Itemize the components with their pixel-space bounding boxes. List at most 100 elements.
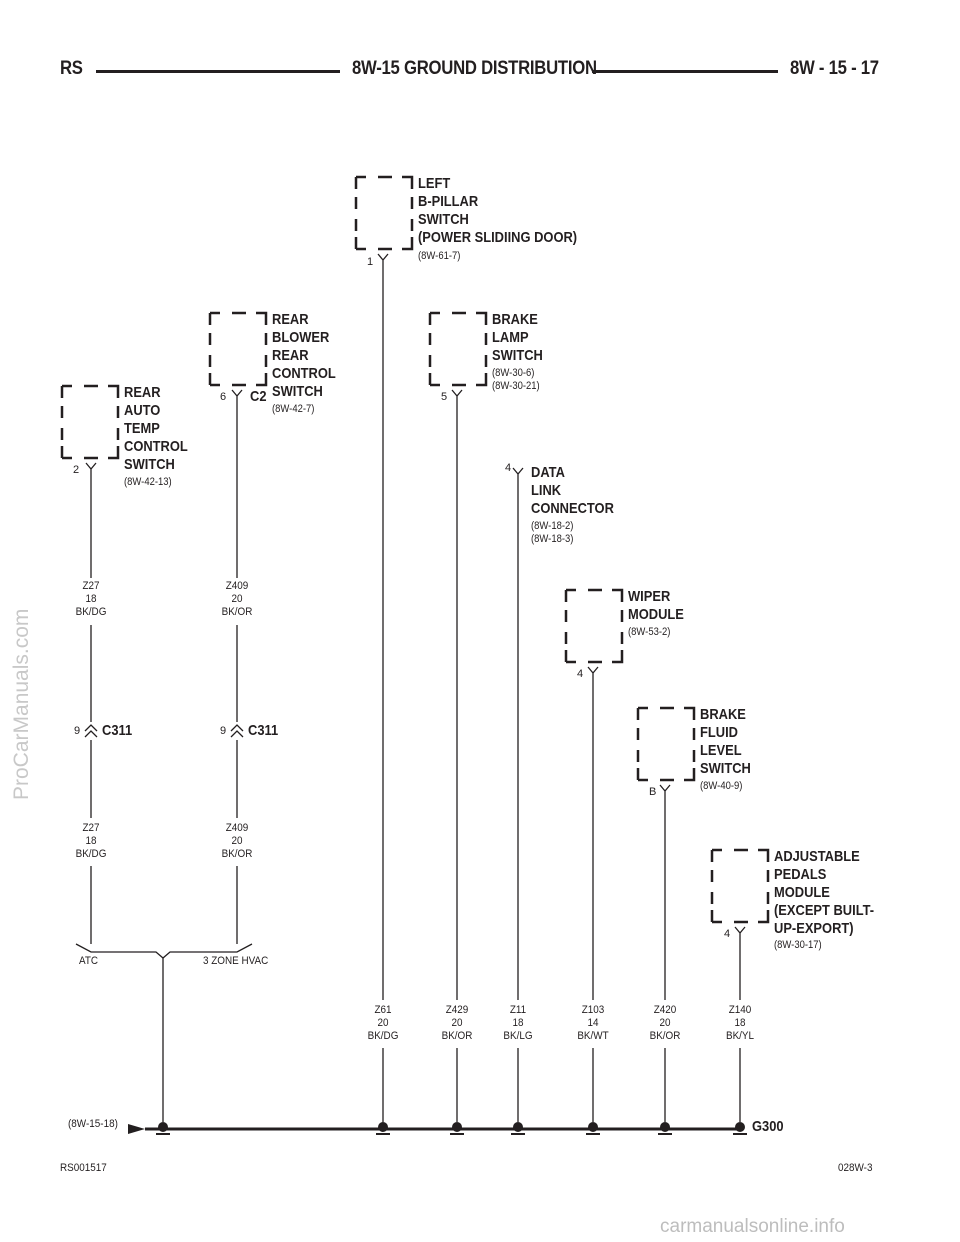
component-box-wiper (564, 588, 624, 664)
header-title: 8W-15 GROUND DISTRIBUTION (352, 58, 597, 79)
wire-gauge: 20 (231, 593, 243, 605)
footer-page-code: 028W-3 (838, 1162, 873, 1174)
brake-lamp-ref: (8W-30-21) (492, 380, 540, 392)
pin-terminals (85, 253, 746, 939)
header-page-number: 8W - 15 - 17 (790, 58, 879, 79)
side-watermark: ProCarManuals.com (10, 609, 33, 800)
wire-circuit: Z429 (445, 1004, 469, 1016)
wire-circuit: Z61 (374, 1004, 392, 1016)
b-pillar-pin: 1 (367, 256, 374, 268)
splice-label-3-zone-hvac: 3 ZONE HVAC (203, 955, 269, 967)
wire-color: BK/YL (725, 1030, 755, 1042)
wire-color: BK/OR (441, 1030, 473, 1042)
wire-circuit: Z409 (225, 580, 249, 592)
wire-label-z27-upper: Z27 18 BK/DG (64, 580, 118, 619)
label-line: SWITCH (492, 347, 543, 364)
wire-gauge: 20 (377, 1017, 389, 1029)
wire-color: BK/OR (649, 1030, 681, 1042)
wire-circuit: Z140 (728, 1004, 752, 1016)
label-line: (POWER SLIDIING DOOR) (418, 229, 578, 246)
rear-blower-ref: (8W-42-7) (272, 403, 315, 415)
label-line: B-PILLAR (418, 193, 479, 210)
label-line: REAR (272, 347, 309, 364)
wiper-module-label: WIPER MODULE (628, 588, 684, 624)
wire-label-z61: Z61 20 BK/DG (356, 1004, 410, 1043)
svg-text:ProCarManuals.com: ProCarManuals.com (10, 609, 33, 800)
component-box-b-pillar (354, 175, 414, 251)
component-box-rear-blower (208, 311, 268, 387)
rear-auto-temp-pin: 2 (73, 464, 80, 476)
label-line: SWITCH (272, 383, 323, 400)
wire-lines (75, 266, 741, 1122)
label-line: LEFT (418, 175, 451, 192)
adjustable-pedals-ref: (8W-30-17) (774, 939, 822, 951)
label-line: CONNECTOR (531, 500, 614, 517)
wire-circuit: Z103 (581, 1004, 605, 1016)
data-link-connector-label: DATA LINK CONNECTOR (531, 464, 614, 518)
ground-ref-arrow (128, 1124, 145, 1134)
rear-blower-switch-label: REAR BLOWER REAR CONTROL SWITCH (272, 311, 336, 401)
wire-label-z409-lower: Z409 20 BK/OR (210, 822, 264, 861)
rear-blower-pin: 6 (220, 391, 227, 403)
label-line: LEVEL (700, 742, 742, 759)
wire-circuit: Z420 (653, 1004, 677, 1016)
label-line: CONTROL (124, 438, 188, 455)
b-pillar-switch-label: LEFT B-PILLAR SWITCH (POWER SLIDIING DOO… (418, 175, 577, 247)
c311-a-label: C311 (102, 722, 133, 739)
ground-reference: (8W-15-18) (68, 1118, 118, 1130)
data-link-ref: (8W-18-2) (531, 520, 574, 532)
wiper-pin: 4 (577, 668, 584, 680)
label-line: CONTROL (272, 365, 336, 382)
adjustable-pedals-pin: 4 (724, 928, 731, 940)
brake-fluid-switch-label: BRAKE FLUID LEVEL SWITCH (700, 706, 751, 778)
adjustable-pedals-module-label: ADJUSTABLE PEDALS MODULE (EXCEPT BUILT- … (774, 848, 874, 938)
data-link-ref: (8W-18-3) (531, 533, 574, 545)
wire-color: BK/OR (221, 606, 253, 618)
brake-lamp-ref: (8W-30-6) (492, 367, 535, 379)
label-line: BLOWER (272, 329, 330, 346)
wire-color: BK/LG (503, 1030, 533, 1042)
wire-label-z420: Z420 20 BK/OR (638, 1004, 692, 1043)
wire-color: BK/DG (75, 848, 107, 860)
label-line: TEMP (124, 420, 160, 437)
brake-fluid-pin: B (649, 786, 657, 798)
wire-label-z409-upper: Z409 20 BK/OR (210, 580, 264, 619)
header-rule-right (592, 70, 778, 73)
label-line: REAR (124, 384, 161, 401)
wire-label-z140: Z140 18 BK/YL (713, 1004, 767, 1043)
label-line: ADJUSTABLE (774, 848, 860, 865)
wire-circuit: Z11 (509, 1004, 527, 1016)
wire-color: BK/WT (577, 1030, 609, 1042)
wire-label-z103: Z103 14 BK/WT (566, 1004, 620, 1043)
wire-gauge: 20 (659, 1017, 671, 1029)
bottom-watermark: carmanualsonline.info (660, 1216, 845, 1237)
c311-b-label: C311 (248, 722, 279, 739)
label-line: LAMP (492, 329, 529, 346)
label-line: (EXCEPT BUILT- (774, 902, 875, 919)
label-line: FLUID (700, 724, 738, 741)
wire-gauge: 18 (734, 1017, 746, 1029)
rear-auto-temp-ref: (8W-42-13) (124, 476, 172, 488)
label-line: AUTO (124, 402, 161, 419)
wire-label-z11: Z11 18 BK/LG (491, 1004, 545, 1043)
wire-color: BK/DG (367, 1030, 399, 1042)
wire-gauge: 20 (451, 1017, 463, 1029)
label-line: REAR (272, 311, 309, 328)
wire-color: BK/DG (75, 606, 107, 618)
wire-label-z27-lower: Z27 18 BK/DG (64, 822, 118, 861)
label-line: DATA (531, 464, 565, 481)
rear-blower-connector: C2 (250, 388, 267, 405)
wire-label-z429: Z429 20 BK/OR (430, 1004, 484, 1043)
header-rule-left (96, 70, 340, 73)
wire-gauge: 20 (231, 835, 243, 847)
label-line: WIPER (628, 588, 671, 605)
c311-b-pin: 9 (220, 725, 227, 737)
component-box-adjustable-pedals (710, 848, 770, 924)
header-section-code: RS (60, 58, 83, 79)
wire-color: BK/OR (221, 848, 253, 860)
brake-lamp-switch-label: BRAKE LAMP SWITCH (492, 311, 543, 365)
component-box-rear-auto-temp (60, 384, 120, 460)
data-link-pin: 4 (505, 462, 512, 474)
label-line: SWITCH (418, 211, 469, 228)
label-line: PEDALS (774, 866, 827, 883)
